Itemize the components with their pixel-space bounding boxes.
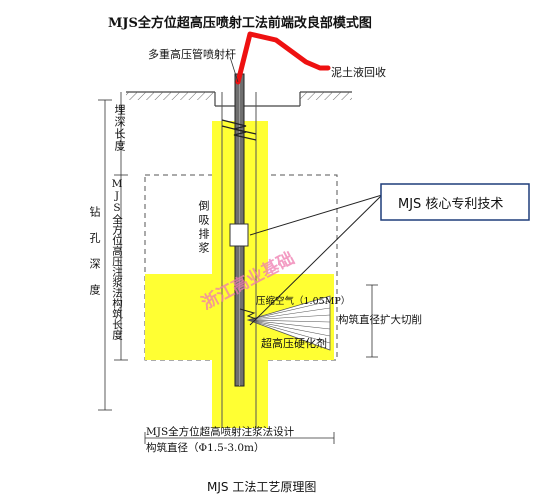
construct-length-label: MJS全方位高压注浆法构筑长度 <box>111 178 123 340</box>
dimension-drill-depth <box>98 99 112 411</box>
break-mark-lower <box>239 308 257 320</box>
hardener-label: 超高压硬化剂 <box>261 337 327 350</box>
dimension-design-diameter <box>144 432 335 444</box>
borehole-walls <box>221 92 257 428</box>
burial-depth-label: 埋深长度 <box>113 104 126 152</box>
diameter-cut-label: 构筑直径扩大切削 <box>338 314 422 326</box>
pipe-label: 多重高压管喷射杆 <box>148 48 236 61</box>
diagram-title: MJS全方位超高压喷射工法前端改良部模式图 <box>108 16 372 31</box>
diagram-caption: MJS 工法工艺原理图 <box>207 480 317 494</box>
slurry-recovery-label: 泥土液回收 <box>331 66 386 79</box>
dimension-construct-length <box>114 175 128 361</box>
pipe-leader <box>229 56 239 83</box>
ground-surface <box>126 91 352 107</box>
suction-label: 倒吸排浆 <box>197 200 210 256</box>
design-diameter-label-2: 构筑直径（Φ1.5-3.0m） <box>146 442 265 454</box>
slurry-recovery-hose <box>235 31 331 85</box>
cutting-fan <box>246 295 331 351</box>
callout-text: MJS 核心专利技术 <box>398 197 504 212</box>
callout-leaders <box>249 194 383 326</box>
air-label: 压缩空气（1.05MP） <box>256 296 351 307</box>
break-mark-upper <box>221 119 257 141</box>
dimension-cut-diameter <box>366 284 378 358</box>
drill-depth-label: 钻孔深度 <box>88 206 101 310</box>
callout-box <box>380 183 530 221</box>
design-diameter-label-1: MJS全方位超高喷射注浆法设计 <box>146 426 295 438</box>
